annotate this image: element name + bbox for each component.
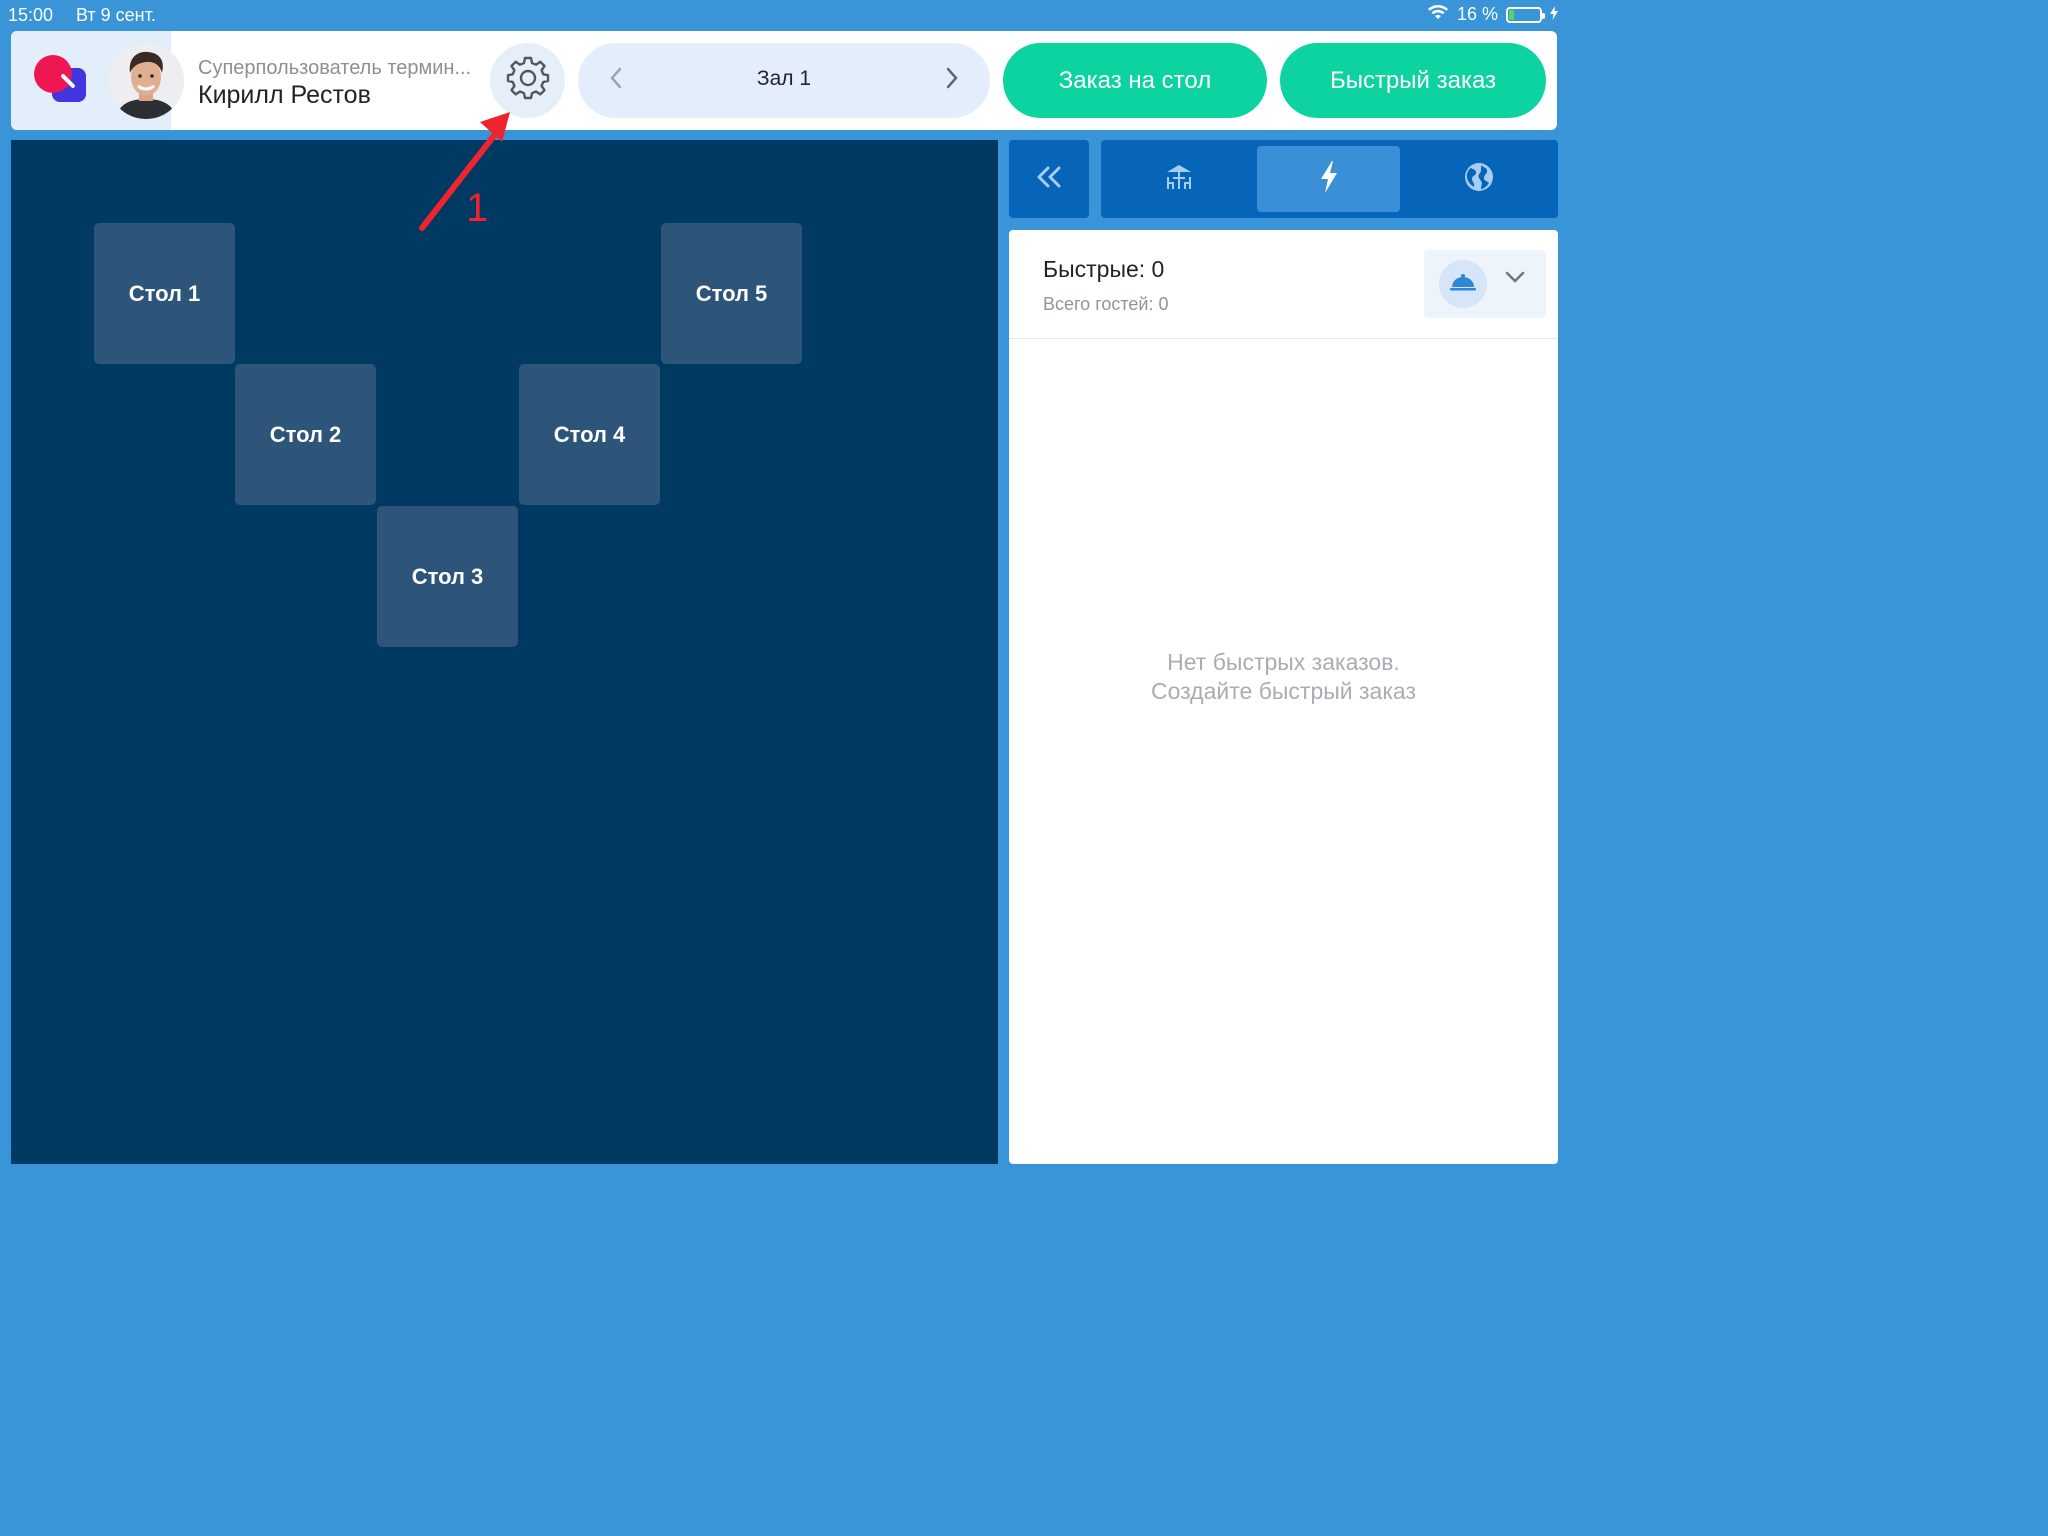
previous-hall-button[interactable] [598, 62, 634, 98]
sidebar-tabs [1101, 140, 1558, 218]
table-order-button[interactable]: Заказ на стол [1003, 43, 1267, 118]
status-time: 15:00 [8, 5, 54, 25]
battery-icon [1506, 6, 1545, 23]
tab-online[interactable] [1407, 146, 1550, 212]
table-2[interactable]: Стол 2 [235, 364, 376, 505]
annotation-arrow [419, 112, 510, 231]
chevron-left-icon [609, 67, 623, 94]
header-bar: Суперпользователь термин... Кирилл Ресто… [11, 31, 1557, 130]
chevron-right-icon [945, 67, 959, 94]
empty-state: Нет быстрых заказов. Создайте быстрый за… [1009, 648, 1558, 706]
hall-switcher: Зал 1 [578, 43, 990, 118]
status-bar: 15:00 Вт 9 сент. 16 % [0, 0, 1568, 30]
tab-quick-orders[interactable] [1257, 146, 1400, 212]
floor-plan: Стол 1 Стол 2 Стол 3 Стол 4 Стол 5 [11, 140, 998, 1164]
next-hall-button[interactable] [934, 62, 970, 98]
charging-bolt-icon [1550, 4, 1558, 25]
panel-title: Быстрые: 0 [1043, 256, 1165, 282]
gear-icon [505, 55, 551, 106]
chevron-down-icon [1504, 271, 1526, 288]
empty-state-line-2: Создайте быстрый заказ [1151, 678, 1416, 704]
tab-tables[interactable] [1107, 146, 1250, 212]
user-role: Суперпользователь термин... [198, 57, 472, 79]
quick-order-button[interactable]: Быстрый заказ [1280, 43, 1546, 118]
status-date: Вт 9 сент. [76, 5, 156, 25]
collapse-panel-button[interactable] [1009, 140, 1089, 218]
user-name: Кирилл Рестов [198, 81, 371, 109]
divider [1009, 338, 1558, 339]
empty-state-line-1: Нет быстрых заказов. [1167, 649, 1400, 675]
table-4[interactable]: Стол 4 [519, 364, 660, 505]
table-5[interactable]: Стол 5 [661, 223, 802, 364]
table-1[interactable]: Стол 1 [94, 223, 235, 364]
settings-button[interactable] [490, 43, 565, 118]
tables-icon [1164, 163, 1194, 196]
wifi-icon [1427, 4, 1449, 25]
serve-button[interactable] [1439, 260, 1487, 308]
double-chevron-left-icon [1034, 165, 1064, 194]
cloche-icon [1450, 273, 1476, 296]
status-right: 16 % [1427, 4, 1558, 25]
battery-percent: 16 % [1456, 4, 1498, 24]
quick-orders-panel: Быстрые: 0 Всего гостей: 0 Нет быстрых з… [1009, 230, 1558, 1164]
panel-subtitle: Всего гостей: 0 [1043, 294, 1169, 314]
globe-icon [1463, 161, 1495, 198]
lightning-icon [1319, 160, 1339, 198]
panel-control [1424, 250, 1546, 318]
hall-label: Зал 1 [756, 67, 812, 90]
avatar[interactable] [108, 43, 184, 119]
expand-button[interactable] [1504, 270, 1526, 289]
table-3[interactable]: Стол 3 [377, 506, 518, 647]
annotation-label: 1 [466, 186, 489, 230]
